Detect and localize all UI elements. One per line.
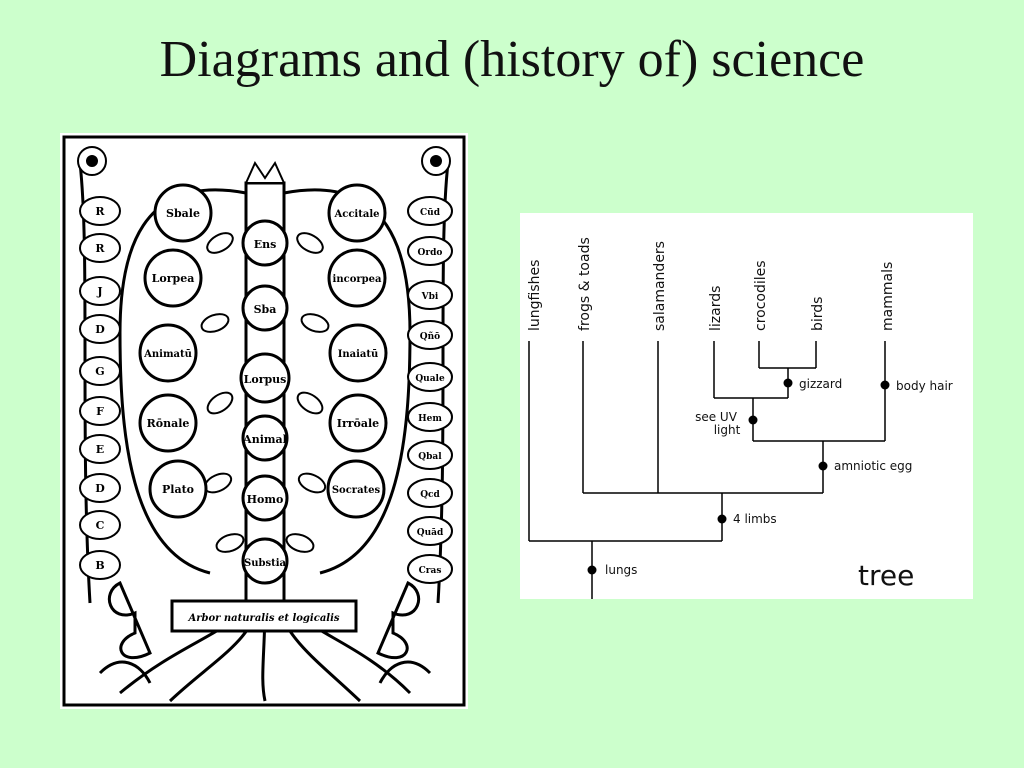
trunk-node-circle [241, 219, 289, 267]
woodcut-crown [244, 160, 286, 184]
taxon-label-birds: birds [810, 297, 826, 331]
woodcut-left-circles: Sbale Lorpea Animatū Rōnale Plato [138, 183, 213, 519]
woodcut-decor-leaves [200, 232, 330, 553]
trunk-node-label: Animal [242, 433, 287, 446]
cladogram-diagram: lungfishes frogs & toads salamanders liz… [520, 213, 973, 599]
woodcut-left-leaves: R R J D G F E D C B [79, 196, 121, 580]
trait-label-gizzard: gizzard [799, 377, 842, 391]
right-leaf-label: Cras [419, 566, 442, 576]
woodcut-right-leaves: Cūd Ordo Vbi Qñō Quale Hem Qbal Qcd Quād… [407, 196, 453, 584]
trait-label-light: light [714, 423, 741, 437]
woodcut-corner-flowers [77, 146, 451, 176]
right-circle-label: incorpea [333, 274, 382, 285]
taxon-label-lizards: lizards [708, 286, 724, 331]
left-leaf-label: F [96, 405, 104, 418]
right-circle-label: Socrates [332, 485, 381, 496]
trunk-node-label: Ens [254, 238, 277, 251]
woodcut-border [62, 135, 466, 707]
right-leaf-label: Qñō [420, 331, 440, 342]
trait-dot-lungs [587, 565, 597, 575]
taxon-label-mammals: mammals [880, 262, 896, 331]
right-circle-label: Inaiatū [338, 349, 379, 360]
slide-title: Diagrams and (history of) science [159, 31, 865, 88]
taxon-label-crocodiles: crocodiles [753, 260, 769, 331]
trunk-node-label: Lorpus [244, 373, 287, 386]
woodcut-trunk-nodes: Ens Sba Lorpus Animal Homo Substia [239, 219, 291, 585]
left-circle-label: Plato [162, 483, 194, 496]
trait-dot-gizzard [783, 378, 793, 388]
woodcut-svg: Ens Sba Lorpus Animal Homo Substia Sbale… [62, 135, 466, 707]
trunk-node-label: Sba [254, 303, 277, 316]
woodcut-right-circles: Accitale incorpea Inaiatū Irrōale Socrat… [326, 183, 388, 519]
trunk-node-label: Substia [244, 558, 287, 569]
left-leaf-label: G [95, 365, 104, 378]
left-circle-label: Lorpea [152, 272, 195, 285]
trait-dot-see-uv [748, 415, 758, 425]
right-circle-label: Accitale [334, 209, 380, 220]
left-leaf-label: D [95, 482, 105, 495]
trait-label-body-hair: body hair [896, 379, 953, 393]
taxon-label-salamanders: salamanders [652, 241, 668, 331]
right-leaf-label: Cūd [420, 208, 441, 218]
right-leaf-label: Qbal [418, 452, 442, 462]
left-circle-label: Animatū [143, 349, 192, 360]
cladogram-svg: lungfishes frogs & toads salamanders liz… [527, 237, 953, 599]
left-leaf-label: R [95, 242, 105, 255]
left-leaf-label: B [95, 559, 104, 572]
left-leaf-label: D [95, 323, 105, 336]
trait-label-amniotic-egg: amniotic egg [834, 459, 912, 473]
trait-dot-amniotic-egg [818, 461, 828, 471]
left-leaf-label: C [96, 519, 105, 532]
right-circle-label: Irrōale [337, 417, 379, 430]
trunk-node-circle [241, 537, 289, 585]
right-leaf-label: Hem [418, 414, 442, 424]
trunk-node-label: Homo [247, 493, 284, 506]
woodcut-scroll-banner: Arbor naturalis et logicalis [107, 580, 421, 660]
trunk-node-circle [241, 284, 289, 332]
right-leaf-label: Ordo [418, 248, 443, 258]
left-leaf-label: J [96, 285, 102, 298]
trait-label-see-uv: see UV [695, 410, 738, 424]
trait-dot-4-limbs [717, 514, 727, 524]
taxon-label-lungfishes: lungfishes [527, 260, 543, 331]
cladogram-branches [528, 341, 886, 599]
trunk-node-circle [241, 414, 289, 462]
taxon-label-frogs-toads: frogs & toads [577, 237, 593, 331]
right-leaf-label: Vbi [421, 292, 439, 302]
trait-labels: gizzard body hair see UV light amniotic … [605, 377, 953, 577]
scroll-caption: Arbor naturalis et logicalis [187, 613, 339, 624]
trunk-node-circle [239, 352, 291, 404]
taxa-labels: lungfishes frogs & toads salamanders liz… [527, 237, 896, 331]
cladogram-caption: tree [858, 559, 914, 592]
right-leaf-label: Quād [417, 528, 444, 538]
trait-markers [587, 378, 890, 575]
trait-label-lungs: lungs [605, 563, 637, 577]
right-leaf-label: Quale [415, 374, 445, 384]
left-circle-label: Rōnale [147, 417, 190, 430]
right-leaf-label: Qcd [420, 490, 440, 500]
left-leaf-label: E [96, 443, 104, 456]
left-circle-label: Sbale [166, 207, 200, 220]
trunk-node-circle [241, 474, 289, 522]
trait-label-4-limbs: 4 limbs [733, 512, 777, 526]
woodcut-tree-image: Ens Sba Lorpus Animal Homo Substia Sbale… [60, 133, 468, 709]
trait-dot-body-hair [880, 380, 890, 390]
left-leaf-label: R [95, 205, 105, 218]
